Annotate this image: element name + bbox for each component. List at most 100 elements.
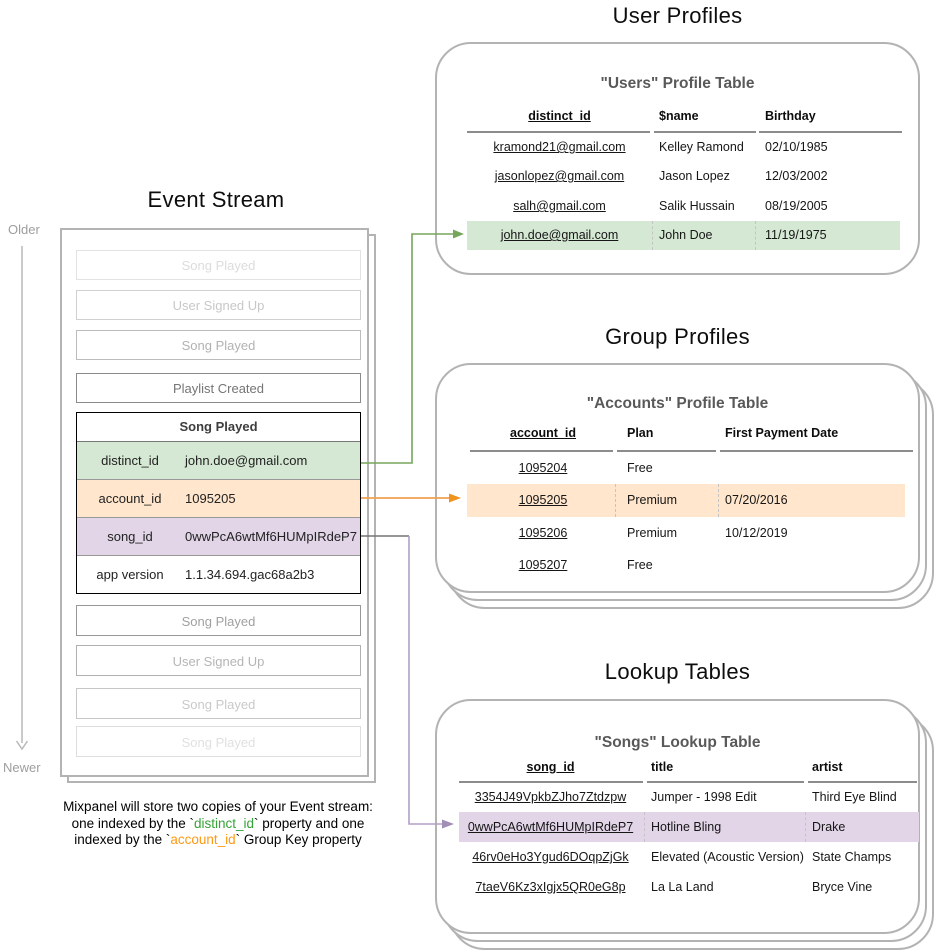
property-value: 1.1.34.694.gac68a2b3 [185,567,315,582]
caption-text: ` Group Key property [235,832,362,847]
users-table-title: "Users" Profile Table [600,75,755,92]
cell-name: Salik Hussain [659,199,735,213]
expanded-event-box: Song Played distinct_id john.doe@gmail.c… [76,412,361,594]
lookup-tables-title: Lookup Tables [604,659,751,684]
event-property-song-id: song_id 0wwPcA6wtMf6HUMpIRdeP7 [77,518,360,556]
property-value: john.doe@gmail.com [185,453,308,468]
users-table-row: kramond21@gmail.com Kelley Ramond 02/10/… [467,133,900,162]
event-box-faded: User Signed Up [76,645,361,676]
cell-birthday: 02/10/1985 [765,140,828,154]
users-profile-card: "Users" Profile Table distinct_id $name … [435,42,920,275]
cell-title: Hotline Bling [651,820,722,834]
header-rule [654,131,756,133]
header-rule [459,781,643,783]
column-header-birthday: Birthday [765,109,816,123]
event-box-faded: Song Played [76,330,361,360]
property-key: song_id [107,529,153,544]
users-table-row-highlighted: john.doe@gmail.com John Doe 11/19/1975 [467,221,900,250]
property-value: 0wwPcA6wtMf6HUMpIRdeP7 [185,529,357,544]
songs-table-header: song_id title artist [459,753,919,782]
user-profiles-title: User Profiles [612,3,743,28]
header-rule [647,781,804,783]
cell-plan: Premium [627,493,678,507]
event-stream-title: Event Stream [147,187,285,212]
column-header-artist: artist [812,760,843,774]
cell-birthday: 12/03/2002 [765,169,828,183]
column-header-song-id: song_id [526,760,575,774]
cell-artist: Drake [812,820,846,834]
account-id-keyword: account_id [170,832,236,847]
caption-line-2: one indexed by the `distinct_id` propert… [36,816,400,833]
column-separator [644,812,645,842]
cell-song-id: 0wwPcA6wtMf6HUMpIRdeP7 [467,820,634,834]
older-label: Older [8,222,40,237]
column-header-plan: Plan [627,426,654,440]
event-box-faded: Song Played [76,726,361,757]
header-rule [617,450,716,452]
event-box-faded: Song Played [76,688,361,719]
songs-table-row-highlighted: 0wwPcA6wtMf6HUMpIRdeP7 Hotline Bling Dra… [459,812,919,842]
users-table-row: salh@gmail.com Salik Hussain 08/19/2005 [467,192,900,221]
column-header-title: title [651,760,674,774]
event-box: Playlist Created [76,373,361,403]
users-table-row: jasonlopez@gmail.com Jason Lopez 12/03/2… [467,162,900,191]
caption-text: ` property and one [254,815,365,831]
cell-song-id: 3354J49VpkbZJho7Ztdzpw [474,790,627,804]
event-property-account-id: account_id 1095205 [77,480,360,518]
column-separator [718,484,719,517]
cell-account-id: 1095205 [518,493,568,507]
column-separator [805,812,806,842]
distinct-id-keyword: distinct_id [193,815,255,831]
songs-table-title: "Songs" Lookup Table [594,734,761,751]
cell-plan: Free [627,461,653,475]
column-header-distinct-id: distinct_id [528,109,591,123]
cell-account-id: 1095206 [518,526,568,540]
header-rule [470,450,613,452]
column-header-account-id: account_id [510,426,576,440]
songs-lookup-card: "Songs" Lookup Table song_id title artis… [435,699,920,934]
property-value: 1095205 [185,491,236,506]
cell-name: John Doe [659,228,713,242]
event-box-faded: User Signed Up [76,290,361,320]
header-rule [808,781,917,783]
cell-name: Jason Lopez [659,169,730,183]
accounts-table-row: 1095207 Free [467,549,905,582]
cell-distinct-id: salh@gmail.com [513,199,606,213]
property-key: distinct_id [101,453,159,468]
header-rule [720,450,913,452]
column-header-first-payment-date: First Payment Date [725,426,839,440]
songs-table-row: 3354J49VpkbZJho7Ztdzpw Jumper - 1998 Edi… [459,782,919,812]
event-property-distinct-id: distinct_id john.doe@gmail.com [77,442,360,480]
event-property-app-version: app version 1.1.34.694.gac68a2b3 [77,556,360,593]
column-separator [755,221,756,250]
cell-name: Kelley Ramond [659,140,744,154]
accounts-table-row: 1095204 Free [467,452,905,485]
header-rule [467,131,650,133]
caption-line-3: indexed by the `account_id` Group Key pr… [36,832,400,849]
header-rule [759,131,902,133]
expanded-event-title: Song Played [77,413,360,442]
accounts-profile-card: "Accounts" Profile Table account_id Plan… [435,363,920,593]
songs-table-row: 46rv0eHo3Ygud6DOqpZjGk Elevated (Acousti… [459,842,919,872]
property-key: app version [96,567,164,582]
users-table-header: distinct_id $name Birthday [467,102,900,131]
cell-song-id: 46rv0eHo3Ygud6DOqpZjGk [472,850,629,864]
cell-artist: Bryce Vine [812,880,873,894]
caption-line-1: Mixpanel will store two copies of your E… [36,799,400,816]
cell-distinct-id: kramond21@gmail.com [493,140,626,154]
caption-text: one indexed by the ` [71,815,194,831]
cell-first-payment-date: 10/12/2019 [725,526,788,540]
accounts-table-title: "Accounts" Profile Table [586,395,769,412]
timeline-arrowhead-icon [15,740,29,751]
cell-artist: State Champs [812,850,892,864]
accounts-table-row: 1095206 Premium 10/12/2019 [467,517,905,550]
cell-song-id: 7taeV6Kz3xIgjx5QR0eG8p [475,880,626,894]
cell-plan: Free [627,558,653,572]
cell-account-id: 1095204 [518,461,568,475]
column-header-name: $name [659,109,699,123]
cell-artist: Third Eye Blind [812,790,897,804]
cell-title: Elevated (Acoustic Version) [651,850,804,864]
event-box-faded: Song Played [76,250,361,280]
event-stream-container: Song Played User Signed Up Song Played P… [60,228,369,777]
cell-distinct-id: john.doe@gmail.com [500,228,619,242]
